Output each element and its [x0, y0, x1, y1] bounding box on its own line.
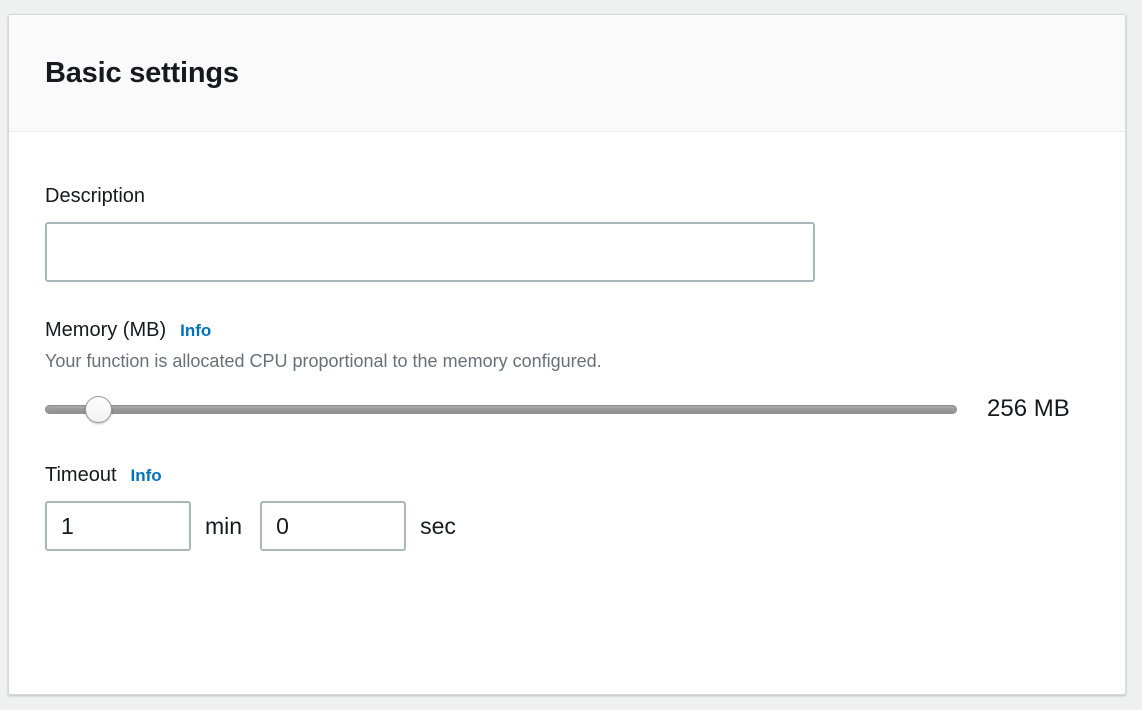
page-title: Basic settings	[45, 56, 239, 89]
timeout-label: Timeout Info	[45, 463, 1089, 488]
slider-thumb[interactable]	[84, 395, 112, 423]
panel-header: Basic settings	[9, 15, 1125, 132]
memory-field-block: Memory (MB) Info Your function is alloca…	[45, 318, 1089, 423]
memory-help-text: Your function is allocated CPU proportio…	[45, 351, 602, 371]
timeout-field-block: Timeout Info min sec	[45, 463, 1089, 551]
memory-slider[interactable]	[45, 395, 957, 423]
memory-info-link[interactable]: Info	[180, 321, 212, 340]
description-field-block: Description	[45, 184, 1089, 282]
timeout-label-text: Timeout	[45, 464, 117, 486]
memory-label-text: Memory (MB)	[45, 319, 167, 341]
timeout-minutes-unit: min	[205, 512, 243, 539]
timeout-seconds-input[interactable]	[260, 501, 407, 551]
slider-track[interactable]	[45, 404, 957, 414]
memory-value-label: 256 MB	[987, 395, 1070, 422]
description-label-text: Description	[45, 185, 146, 207]
timeout-minutes-input[interactable]	[45, 501, 191, 551]
timeout-seconds-unit: sec	[420, 512, 456, 539]
basic-settings-panel: Basic settings Description Memory (MB) I…	[8, 14, 1126, 695]
memory-slider-row: 256 MB	[45, 395, 1089, 423]
description-label: Description	[45, 184, 1089, 208]
description-input[interactable]	[45, 222, 815, 282]
timeout-info-link[interactable]: Info	[130, 466, 162, 485]
timeout-inputs-row: min sec	[45, 501, 1089, 551]
panel-body: Description Memory (MB) Info Your functi…	[9, 132, 1125, 551]
memory-label: Memory (MB) Info	[45, 318, 1089, 343]
